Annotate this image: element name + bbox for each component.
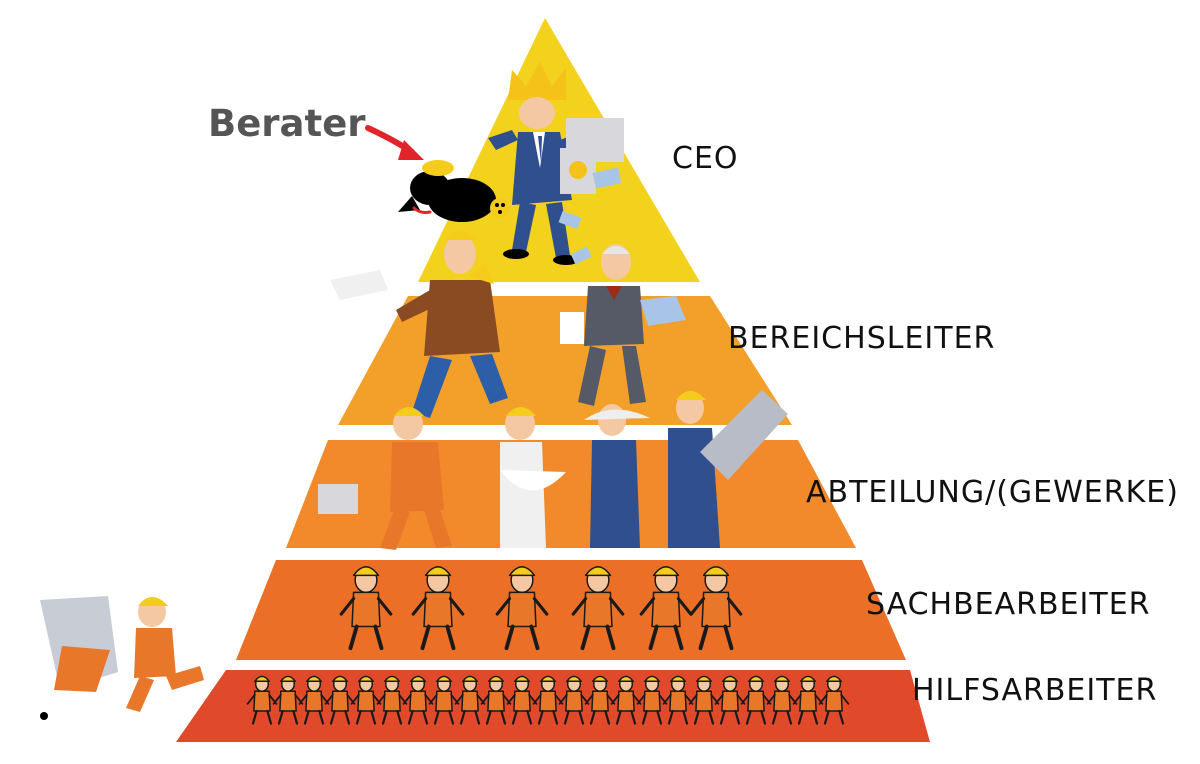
level-label-hilfsarbeiter: HILFSARBEITER	[912, 673, 1157, 708]
hilfsarbeiter-worker	[818, 675, 850, 725]
hilfsarbeiter-worker	[454, 675, 486, 725]
bereichsleiter-figures	[330, 231, 686, 418]
hilfsarbeiter-worker	[714, 675, 746, 725]
level-label-bereichsleiter: BEREICHSLEITER	[728, 321, 995, 356]
wheelbarrow-worker-figure	[28, 596, 204, 732]
hilfsarbeiter-worker	[766, 675, 798, 725]
hilfsarbeiter-worker	[662, 675, 694, 725]
hilfsarbeiter-worker	[636, 675, 668, 725]
sachbearbeiter-worker	[411, 566, 465, 651]
level-label-abteilung: ABTEILUNG/(GEWERKE)	[806, 475, 1179, 510]
hilfsarbeiter-worker	[246, 675, 278, 725]
sachbearbeiter-worker	[639, 566, 693, 651]
hilfsarbeiter-figures	[246, 675, 850, 725]
sachbearbeiter-worker	[571, 566, 625, 651]
armband-icon	[490, 198, 510, 218]
hilfsarbeiter-worker	[350, 675, 382, 725]
hilfsarbeiter-worker	[506, 675, 538, 725]
money-chest-icon	[560, 118, 624, 194]
hilfsarbeiter-worker	[298, 675, 330, 725]
machine-icon	[700, 390, 788, 480]
ceo-head	[519, 97, 555, 129]
tier-sachbearbeiter	[236, 560, 906, 660]
callout-arrow-icon	[365, 125, 424, 160]
dog-helmet	[422, 160, 454, 176]
hilfsarbeiter-worker	[558, 675, 590, 725]
sachbearbeiter-figures	[339, 566, 743, 651]
sachbearbeiter-worker	[339, 566, 393, 651]
sink-icon	[500, 470, 566, 491]
crown-icon	[508, 62, 566, 100]
berater-dog-figure	[398, 160, 510, 222]
sachbearbeiter-worker	[689, 566, 743, 651]
hilfsarbeiter-worker	[688, 675, 720, 725]
ceo-suit	[512, 132, 572, 205]
ceo-figure	[488, 62, 624, 265]
sachbearbeiter-worker	[495, 566, 549, 651]
hilfsarbeiter-worker	[402, 675, 434, 725]
hilfsarbeiter-worker	[532, 675, 564, 725]
dog-head	[410, 171, 450, 205]
hilfsarbeiter-worker	[480, 675, 512, 725]
level-label-ceo: CEO	[672, 141, 739, 176]
tier-abteilung	[286, 440, 856, 548]
hilfsarbeiter-worker	[584, 675, 616, 725]
berater-label: Berater	[208, 102, 366, 145]
hilfsarbeiter-worker	[792, 675, 824, 725]
abteilung-figures	[318, 390, 788, 550]
hilfsarbeiter-worker	[376, 675, 408, 725]
level-label-sachbearbeiter: SACHBEARBEITER	[866, 587, 1151, 622]
